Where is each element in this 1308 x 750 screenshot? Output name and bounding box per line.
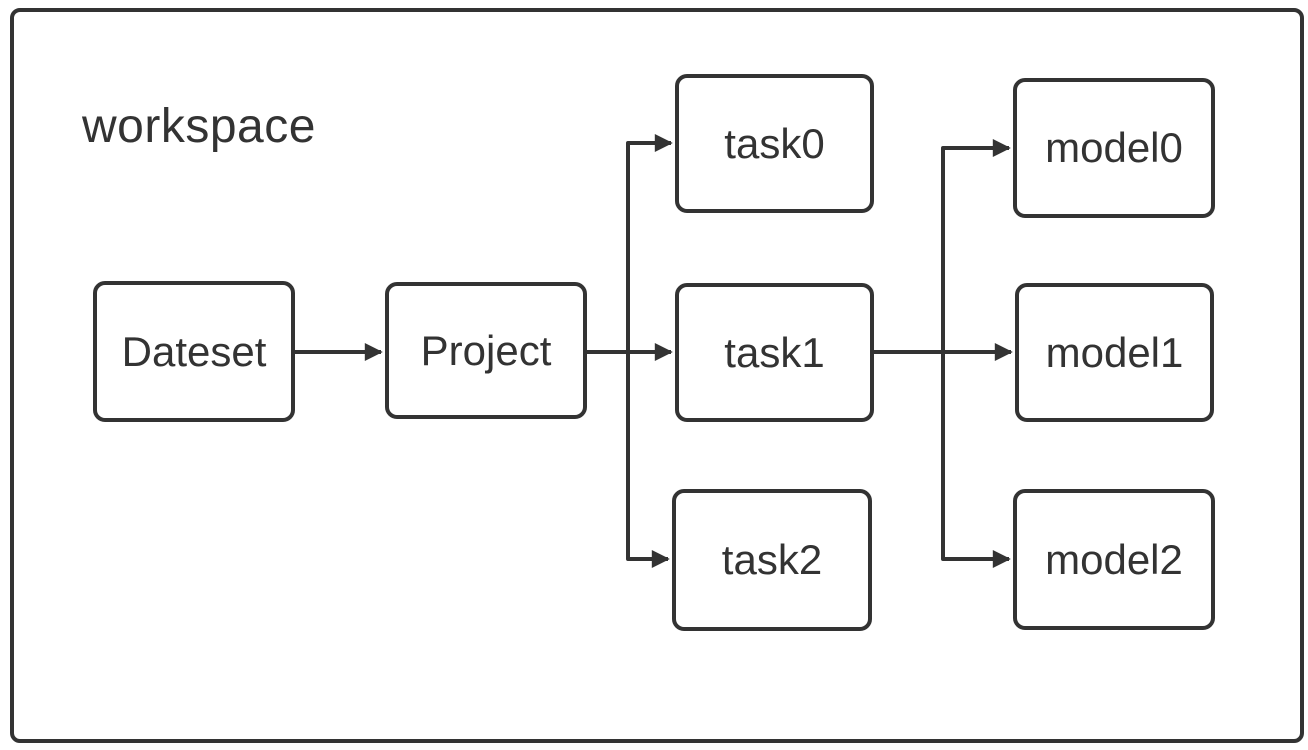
node-task1: task1	[675, 283, 874, 422]
node-task2-label: task2	[721, 536, 823, 583]
node-model2: model2	[1013, 489, 1215, 630]
node-dateset-label: Dateset	[121, 327, 267, 375]
node-dateset: Dateset	[93, 281, 295, 422]
node-task0-label: task0	[724, 119, 825, 167]
node-project-label: Project	[420, 326, 552, 374]
node-task2: task2	[672, 489, 872, 631]
node-model0: model0	[1013, 78, 1215, 218]
node-project: Project	[385, 282, 587, 419]
node-model2-label: model2	[1045, 535, 1183, 583]
node-task0: task0	[675, 74, 874, 213]
node-model1-label: model1	[1045, 328, 1184, 376]
workspace-title: workspace	[82, 100, 316, 153]
node-task1-label: task1	[724, 328, 825, 376]
node-model1: model1	[1015, 283, 1214, 422]
node-model0-label: model0	[1045, 124, 1183, 171]
